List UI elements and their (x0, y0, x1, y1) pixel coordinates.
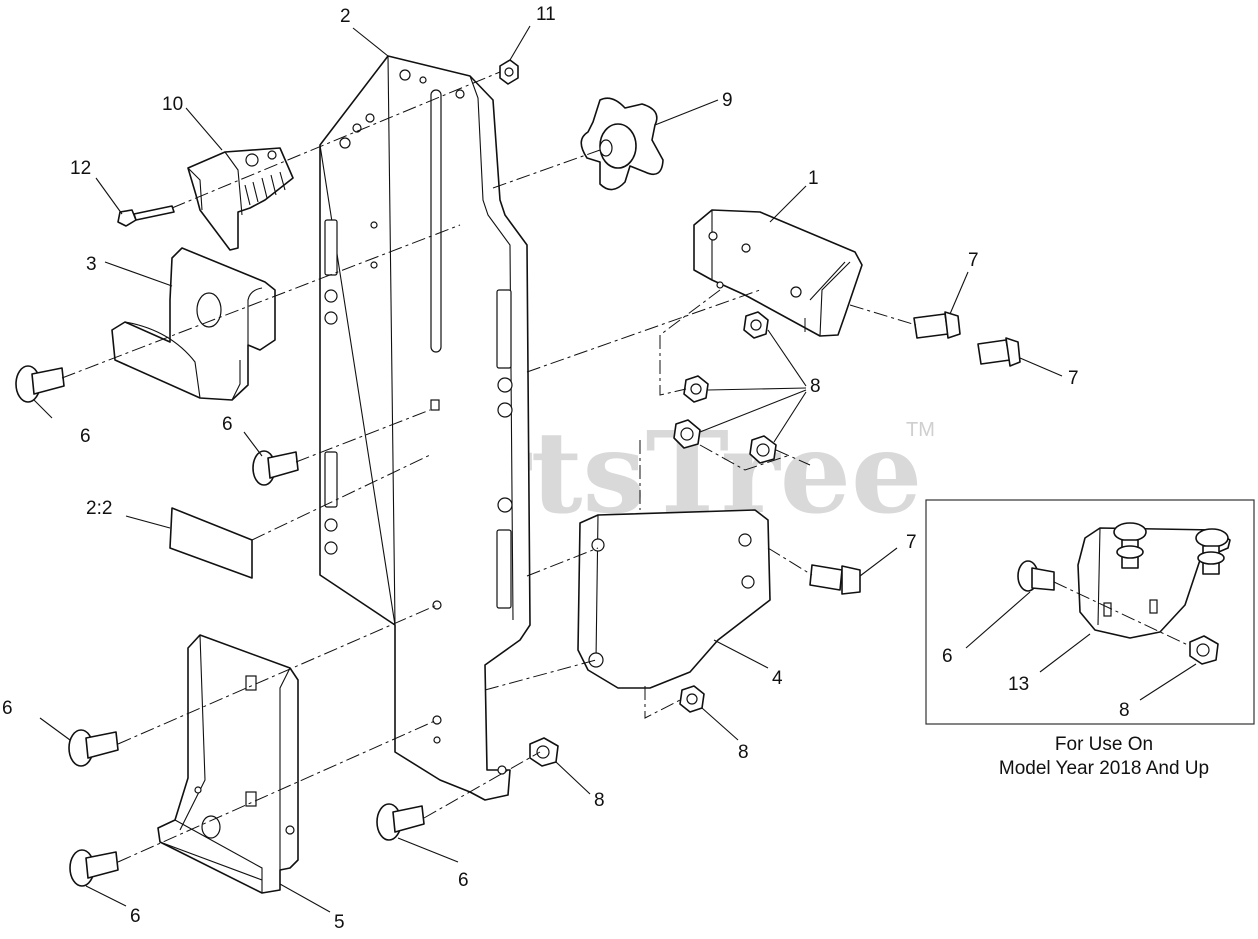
part-9-star-knob (580, 97, 664, 191)
inset-note-line1: For Use On (1055, 734, 1153, 755)
callout-3: 3 (86, 254, 97, 275)
callout-2: 2 (340, 6, 351, 27)
inset-frame (925, 499, 1255, 725)
callout-2-2: 2:2 (86, 498, 112, 519)
part-6-bolt-5 (376, 803, 425, 841)
callout-6-bottom-left: 6 (130, 906, 141, 927)
callout-4: 4 (772, 668, 783, 689)
callout-8-group: 8 (810, 376, 821, 397)
callout-9: 9 (722, 90, 733, 111)
callout-6-lower-left: 6 (2, 698, 13, 719)
callout-11: 11 (536, 4, 556, 25)
leader-lines (33, 25, 1063, 913)
part-8-nut-3 (673, 419, 701, 449)
part-12-screw (117, 205, 175, 227)
part-6-bolt-3 (68, 729, 119, 767)
callout-1: 1 (808, 168, 819, 189)
callout-6-bottom: 6 (458, 870, 469, 891)
inset-callout-8: 8 (1119, 700, 1130, 721)
part-7-bolt-2 (977, 337, 1021, 367)
inset-callout-6: 6 (942, 646, 953, 667)
inset-callout-13: 13 (1008, 674, 1029, 695)
alignment-lines (61, 71, 917, 863)
part-6-bolt-2 (252, 450, 299, 486)
inset-nut (1189, 635, 1219, 665)
part-7-bolt-1 (913, 311, 961, 339)
callout-8-bottom: 8 (594, 790, 605, 811)
part-10-comb-bracket (187, 147, 294, 251)
part-8-nut-2 (683, 375, 709, 403)
callout-10: 10 (162, 94, 183, 115)
part-4-plate (577, 509, 771, 689)
inset-panel: 6 13 8 (925, 499, 1255, 725)
part-8-nut-4 (749, 435, 777, 464)
watermark-trademark: TM (906, 419, 935, 441)
part-8-nut-5 (679, 685, 705, 713)
callout-7-top: 7 (968, 250, 979, 271)
part-7-bolt-3 (809, 564, 861, 595)
part-1-bracket (693, 209, 863, 337)
callout-8-lower: 8 (738, 742, 749, 763)
inset-carriage-bolt-2 (1195, 528, 1229, 575)
inset-carriage-bolt-1 (1113, 522, 1147, 569)
inset-bolt (1017, 560, 1055, 592)
part-11-nut (499, 59, 519, 85)
part-6-bolt-1 (15, 365, 65, 403)
inset-note-line2: Model Year 2018 And Up (999, 758, 1209, 779)
callout-12: 12 (70, 158, 91, 179)
callout-6-left: 6 (80, 426, 91, 447)
part-6-bolt-4 (69, 849, 119, 887)
part-8-nut-1 (743, 311, 769, 339)
part-3-bracket (111, 247, 276, 401)
part-2-main-plate (319, 55, 531, 801)
callout-7-right: 7 (1068, 368, 1079, 389)
callout-6-mid: 6 (222, 414, 233, 435)
callout-5: 5 (334, 912, 345, 933)
part-13-bracket (1077, 527, 1231, 639)
part-8-nut-6 (529, 737, 559, 767)
part-2-2-decal (169, 507, 253, 579)
callout-7-mid: 7 (906, 532, 917, 553)
part-5-lower-bracket (157, 634, 299, 894)
